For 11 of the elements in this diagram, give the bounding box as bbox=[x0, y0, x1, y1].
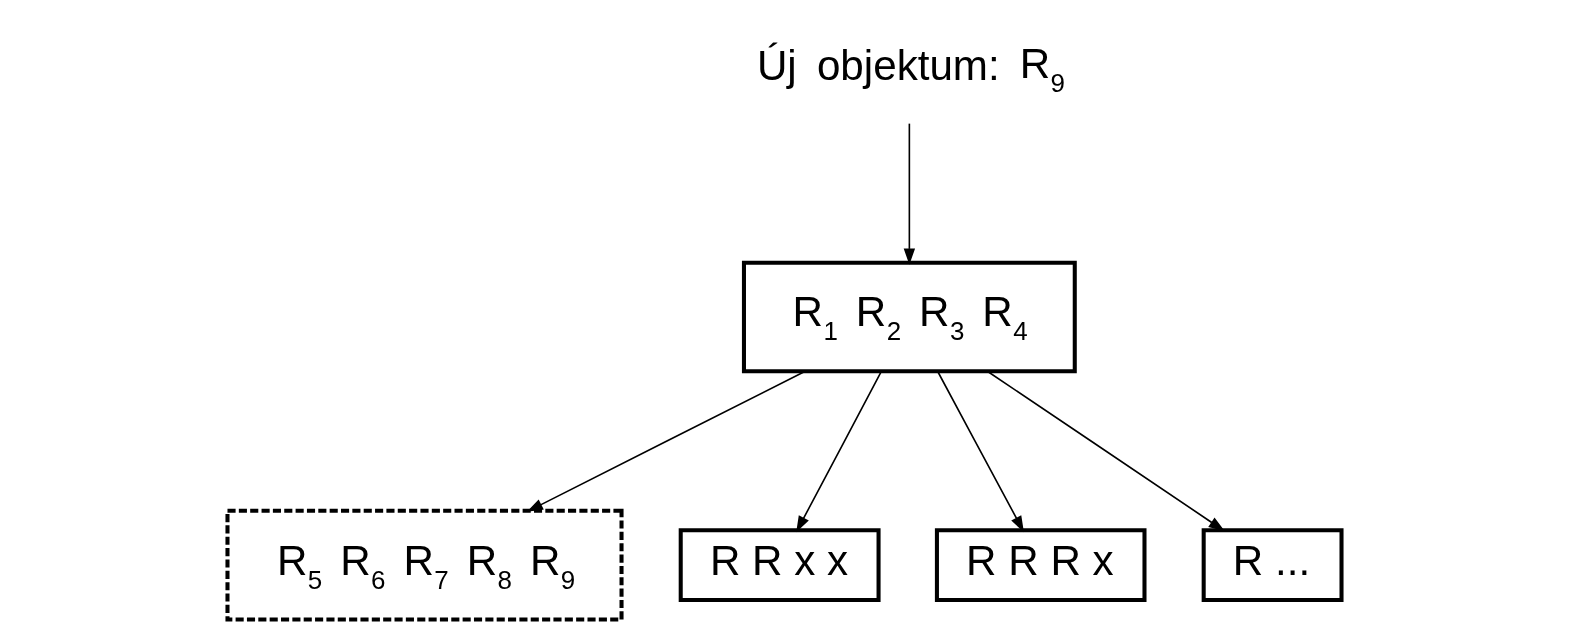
arrow bbox=[526, 370, 806, 512]
node-box: R$_{5}$ R$_{6}$ R$_{7}$ R$_{8}$ R$_{9}$ bbox=[225, 508, 624, 622]
arrow bbox=[986, 370, 1225, 532]
arrow bbox=[937, 370, 1024, 533]
node-box: R R R x bbox=[934, 528, 1147, 602]
node-box: R ... bbox=[1201, 528, 1344, 602]
arrow bbox=[903, 122, 916, 265]
node-box: R R x x bbox=[678, 528, 881, 602]
arrow bbox=[796, 370, 882, 533]
node-text: Új objektum: R$_{9}$ bbox=[756, 40, 1065, 98]
node-box: R$_{1}$ R$_{2}$ R$_{3}$ R$_{4}$ bbox=[741, 260, 1077, 374]
